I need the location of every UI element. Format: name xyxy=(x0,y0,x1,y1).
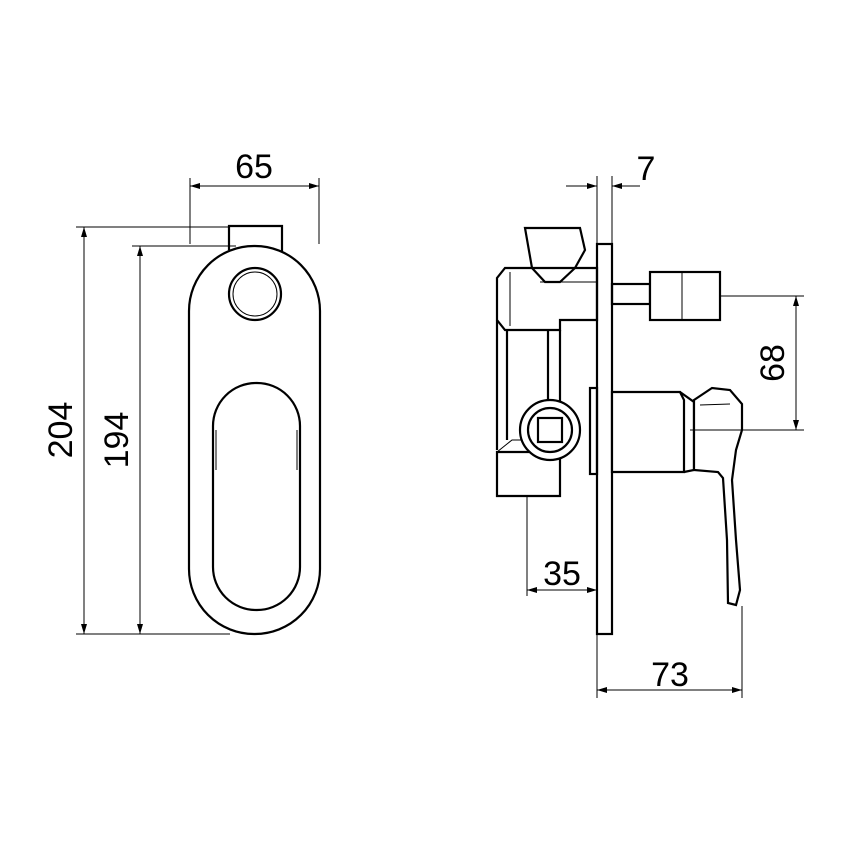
side-outlet-shaft xyxy=(610,282,652,306)
diverter-knob-inner xyxy=(232,271,278,317)
dimension-front-plate-height: 194 xyxy=(98,245,236,634)
dimension-front-width: 65 xyxy=(189,148,320,244)
side-lever-handle xyxy=(692,386,744,607)
side-mixer-body xyxy=(610,390,686,474)
side-view xyxy=(495,226,744,636)
dimension-label-7: 7 xyxy=(637,150,656,188)
front-lever-handle xyxy=(211,381,302,612)
side-valve-body-upper xyxy=(495,266,599,332)
front-outlet-stub xyxy=(227,224,284,253)
side-valve-pipe-right xyxy=(546,330,562,405)
front-view xyxy=(187,224,322,636)
dimension-label-194: 194 xyxy=(98,412,136,469)
dimension-label-73: 73 xyxy=(651,656,689,694)
side-diverter-head xyxy=(523,226,587,284)
side-outlet-connector xyxy=(648,270,722,322)
dimension-label-35: 35 xyxy=(543,555,581,593)
side-ring-fitting-mid xyxy=(526,406,574,454)
dimension-side-handle-depth: 73 xyxy=(596,606,743,698)
dimension-side-depth-behind: 35 xyxy=(526,496,597,596)
side-mixer-escutcheon-back xyxy=(588,386,599,476)
front-cover-plate xyxy=(187,244,322,636)
diverter-knob xyxy=(227,266,283,322)
dimension-side-outlet-offset: 68 xyxy=(690,295,804,431)
side-ring-fitting-square xyxy=(536,416,564,444)
side-valve-body-upper-detail xyxy=(509,272,597,326)
dimension-side-plate-thickness: 7 xyxy=(566,150,655,244)
dimension-label-68: 68 xyxy=(754,344,792,382)
side-valve-pipe-left xyxy=(495,320,509,450)
side-wall-plate xyxy=(595,242,614,636)
dimension-label-204: 204 xyxy=(42,402,80,459)
dimension-front-total-height: 204 xyxy=(42,226,230,635)
dimension-label-65: 65 xyxy=(235,148,273,186)
